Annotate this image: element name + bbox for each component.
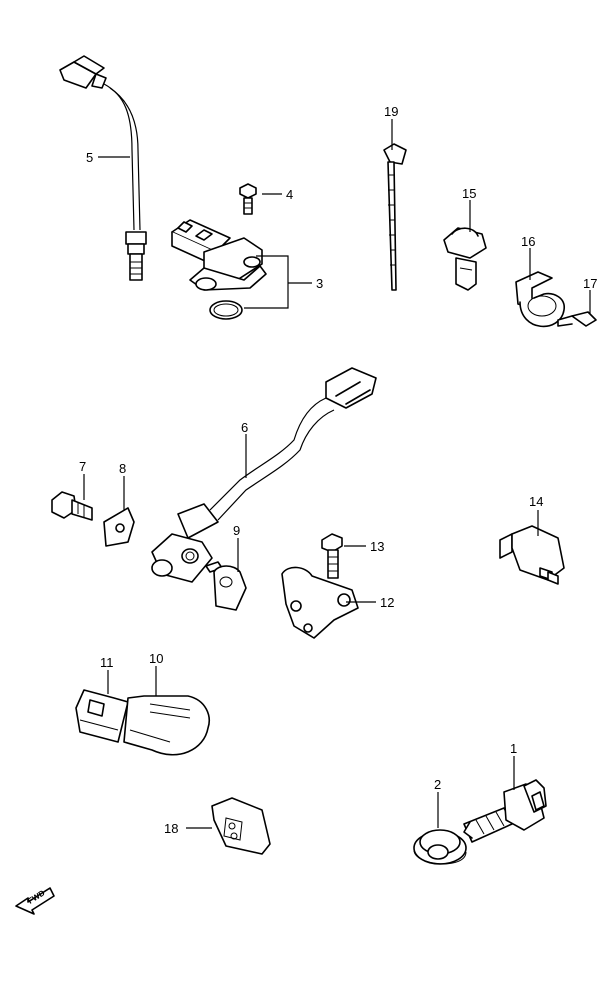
part-11-cap[interactable] <box>75 689 129 743</box>
callout-14: 14 <box>529 494 543 509</box>
callout-1: 1 <box>510 741 517 756</box>
part-4-bolt[interactable] <box>239 183 257 215</box>
part-14-knock-sensor[interactable] <box>499 525 565 585</box>
leader-lines <box>83 119 591 829</box>
callout-15: 15 <box>462 186 476 201</box>
part-8-plate[interactable] <box>103 507 135 547</box>
callout-10: 10 <box>149 651 163 666</box>
part-9-spacer[interactable] <box>205 561 247 611</box>
part-3-pressure-sensor[interactable] <box>171 219 267 320</box>
callout-5: 5 <box>86 150 93 165</box>
part-13-bolt[interactable] <box>321 533 343 579</box>
part-15-clip[interactable] <box>443 227 487 291</box>
part-12-sensor-bracket[interactable] <box>281 566 359 639</box>
part-6-sensor-harness[interactable] <box>151 367 377 583</box>
callout-4: 4 <box>286 187 293 202</box>
callout-9: 9 <box>233 523 240 538</box>
part-10-boot[interactable] <box>123 695 210 756</box>
part-18-cover[interactable] <box>211 797 271 855</box>
callout-18: 18 <box>164 821 178 836</box>
callout-16: 16 <box>521 234 535 249</box>
callout-7: 7 <box>79 459 86 474</box>
part-1-temp-sensor[interactable] <box>463 779 547 843</box>
part-16-clamp[interactable] <box>515 271 565 328</box>
part-5-sensor-cable[interactable] <box>59 55 147 281</box>
callout-6: 6 <box>241 420 248 435</box>
fwd-arrow: FWD <box>15 887 55 915</box>
part-19-cable-tie[interactable] <box>383 143 407 291</box>
part-7-bolt[interactable] <box>51 491 93 521</box>
part-17-bolt[interactable] <box>557 311 597 327</box>
callout-13: 13 <box>370 539 384 554</box>
callout-17: 17 <box>583 276 597 291</box>
callout-11: 11 <box>100 655 114 670</box>
callout-19: 19 <box>384 104 398 119</box>
callout-8: 8 <box>119 461 126 476</box>
callout-2: 2 <box>434 777 441 792</box>
callout-12: 12 <box>380 595 394 610</box>
callout-labels: 5 4 3 19 15 16 17 6 7 8 9 13 12 14 11 10… <box>79 104 597 836</box>
callout-3: 3 <box>316 276 323 291</box>
part-2-grommet[interactable] <box>413 829 467 865</box>
